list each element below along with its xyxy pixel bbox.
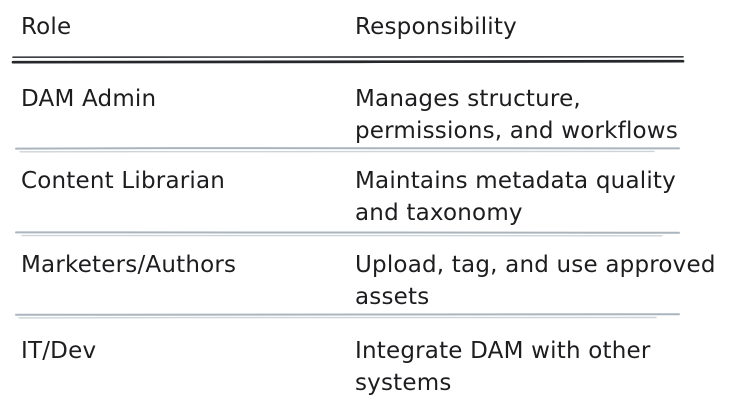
row-separator-line	[15, 313, 680, 319]
responsibility-cell: Upload, tag, and use approved assets	[355, 249, 750, 313]
table-row: Marketers/Authors Upload, tag, and use a…	[0, 238, 750, 312]
table-row: IT/Dev Integrate DAM with other systems	[0, 320, 750, 409]
row-separator-line	[15, 231, 680, 237]
header-role: Role	[21, 14, 72, 40]
row-separator-line	[15, 147, 680, 153]
table-row: DAM Admin Manages structure, permissions…	[0, 66, 750, 146]
header-separator-line	[11, 55, 685, 64]
responsibility-cell: Integrate DAM with other systems	[355, 335, 750, 409]
responsibility-line: Manages structure,	[355, 86, 581, 112]
responsibility-line: Integrate DAM with other	[355, 338, 651, 364]
role-cell: DAM Admin	[21, 86, 157, 112]
role-cell: Marketers/Authors	[21, 252, 237, 278]
row-separator	[0, 230, 750, 238]
table-header-row: Role Responsibility	[0, 0, 750, 54]
responsibility-line: Upload, tag, and use approved	[355, 252, 716, 278]
responsibility-line: systems	[355, 370, 452, 396]
header-separator	[0, 54, 750, 66]
responsibility-cell: Maintains metadata quality and taxonomy	[355, 165, 750, 230]
role-cell: Content Librarian	[21, 168, 226, 194]
responsibility-line: permissions, and workflows	[355, 118, 678, 144]
responsibility-cell: Manages structure, permissions, and work…	[355, 83, 750, 147]
responsibility-line: Maintains metadata quality	[355, 168, 676, 194]
row-separator	[0, 312, 750, 320]
table-row: Content Librarian Maintains metadata qua…	[0, 154, 750, 230]
responsibility-line: assets	[355, 284, 430, 310]
header-responsibility: Responsibility	[355, 14, 517, 40]
row-separator	[0, 146, 750, 154]
responsibility-line: and taxonomy	[355, 200, 523, 226]
role-cell: IT/Dev	[21, 338, 97, 364]
